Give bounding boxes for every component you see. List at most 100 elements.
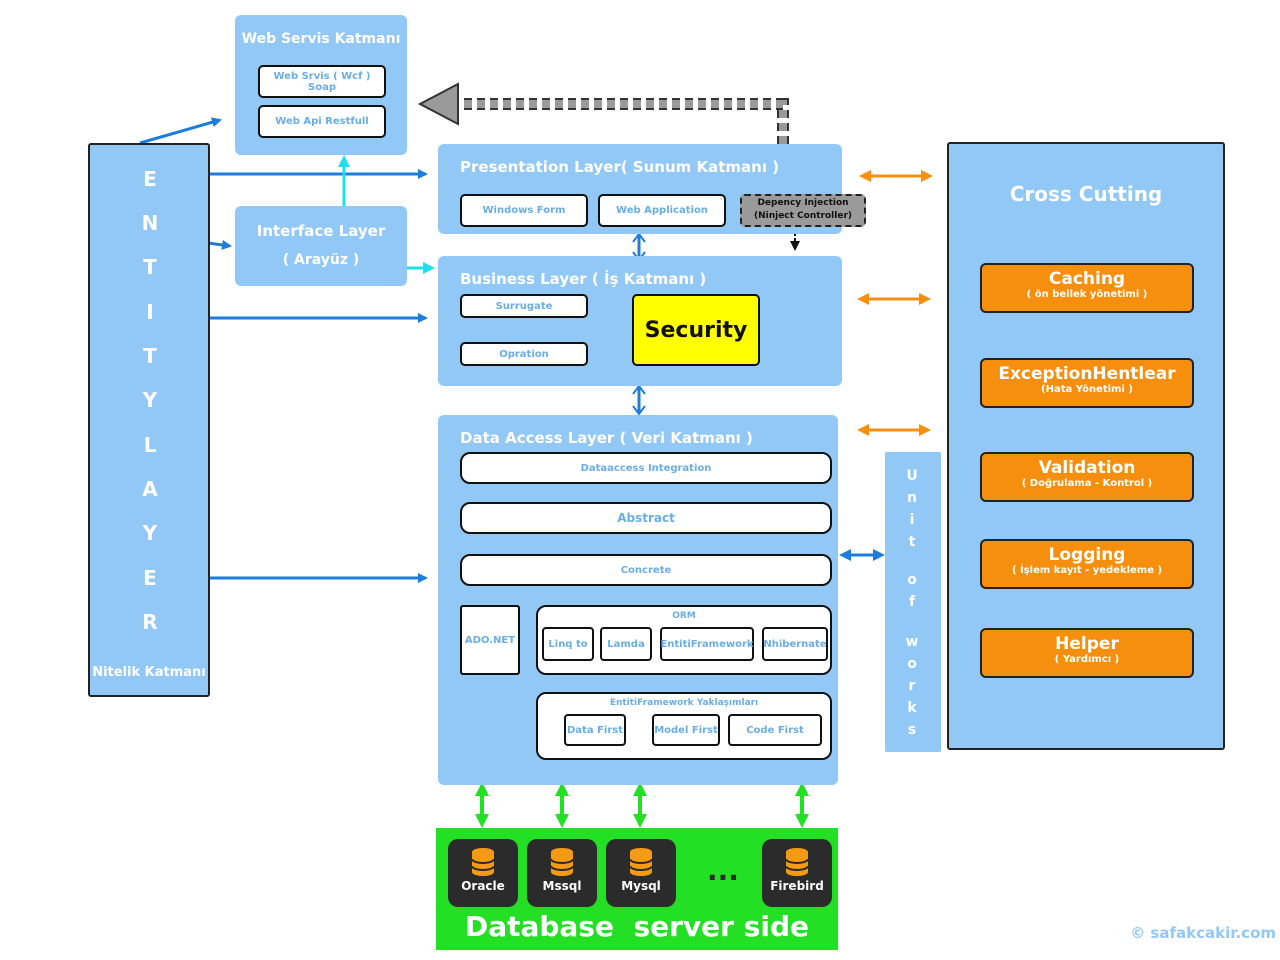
linq-to-label: Linq to — [548, 638, 588, 650]
cross-cutting-panel: Cross Cutting Caching ( ön bellek yöneti… — [947, 142, 1225, 750]
security-label: Security — [644, 317, 748, 343]
interface-layer: Interface Layer ( Arayüz ) — [235, 206, 407, 286]
logging-subtitle: ( İşlem kayıt - yedekleme ) — [1011, 565, 1163, 576]
database-icon — [550, 848, 574, 876]
watermark-text: © safakcakir.com — [1130, 924, 1276, 942]
abstract-label: Abstract — [617, 511, 675, 525]
entity-letter: N — [141, 211, 159, 235]
web-api-box: Web Api Restfull — [258, 105, 386, 138]
helper-subtitle: ( Yardımcı ) — [1054, 654, 1120, 665]
validation-title: Validation — [1038, 458, 1136, 478]
logging-box: Logging ( İşlem kayıt - yedekleme ) — [980, 539, 1194, 589]
entitiframework-box: EntitiFramework — [660, 627, 754, 661]
firebird-label: Firebird — [770, 879, 824, 893]
model-first-label: Model First — [654, 724, 718, 736]
model-first-box: Model First — [652, 714, 720, 746]
firebird-db: Firebird — [762, 839, 832, 907]
entity-letter: T — [143, 255, 157, 279]
opration-box: Opration — [460, 342, 588, 366]
web-service-title: Web Servis Katmanı — [241, 31, 401, 47]
unit-of-works-letter: i — [909, 512, 915, 528]
entity-letter: I — [146, 300, 154, 324]
wcf-soap-label: Web Srvis ( Wcf ) Soap — [273, 70, 371, 93]
nhibernate-label: Nhibernate — [763, 638, 827, 650]
presentation-layer: Presentation Layer( Sunum Katmanı ) Wind… — [438, 144, 866, 234]
windows-form-box: Windows Form — [460, 194, 588, 227]
entity-letter: Y — [142, 388, 158, 412]
concrete-label: Concrete — [620, 564, 672, 576]
linq-to-box: Linq to — [542, 627, 594, 661]
adonet-box: ADO.NET — [460, 605, 520, 675]
orm-label: ORM — [672, 611, 696, 621]
caching-box: Caching ( ön bellek yönetimi ) — [980, 263, 1194, 313]
exception-handler-box: ExceptionHentlear (Hata Yönetimi ) — [980, 358, 1194, 408]
unit-of-works-letter: o — [907, 656, 917, 672]
dependency-injection-label: Depency Injection (Ninject Controller) — [753, 198, 853, 221]
adonet-label: ADO.NET — [464, 635, 516, 646]
entity-letter: E — [143, 167, 157, 191]
more-databases-ellipsis: ... — [707, 854, 739, 887]
presentation-title: Presentation Layer( Sunum Katmanı ) — [460, 158, 780, 176]
lamda-box: Lamda — [600, 627, 652, 661]
database-server-panel: Oracle Mssql Mysql ... Firebird Database… — [436, 828, 838, 950]
surrugate-box: Surrugate — [460, 294, 588, 318]
entity-letter: T — [143, 344, 157, 368]
database-icon — [785, 848, 809, 876]
oracle-label: Oracle — [461, 879, 505, 893]
entity-letter: L — [143, 433, 157, 457]
entity-layer: E N T I T Y L A Y E R Nitelik Katmanı — [88, 143, 210, 697]
unit-of-works-letter: n — [907, 490, 917, 506]
validation-box: Validation ( Doğrulama - Kontrol ) — [980, 452, 1194, 502]
surrugate-label: Surrugate — [495, 300, 553, 312]
validation-subtitle: ( Doğrulama - Kontrol ) — [1021, 478, 1153, 489]
unit-of-works-letter: t — [908, 534, 916, 550]
security-box: Security — [632, 294, 760, 366]
unit-of-works-letter: o — [907, 572, 917, 588]
interface-layer-title: Interface Layer — [256, 222, 386, 240]
entitiframework-label: EntitiFramework — [660, 638, 754, 650]
nhibernate-box: Nhibernate — [762, 627, 828, 661]
caching-title: Caching — [1048, 269, 1126, 289]
ef-approaches-box: EntitiFramework Yaklaşımları Data First … — [536, 692, 832, 760]
business-layer: Business Layer ( İş Katmanı ) Surrugate … — [438, 256, 842, 386]
concrete-box: Concrete — [460, 554, 832, 586]
oracle-db: Oracle — [448, 839, 518, 907]
exception-handler-subtitle: (Hata Yönetimi ) — [1041, 384, 1133, 395]
orm-box: ORM Linq to Lamda EntitiFramework Nhiber… — [536, 605, 832, 675]
code-first-label: Code First — [746, 724, 804, 736]
web-application-box: Web Application — [598, 194, 726, 227]
business-title: Business Layer ( İş Katmanı ) — [460, 270, 707, 288]
data-first-label: Data First — [567, 724, 623, 736]
data-first-box: Data First — [564, 714, 626, 746]
entity-letter: A — [142, 477, 158, 501]
entity-layer-label: Nitelik Katmanı — [92, 665, 206, 680]
abstract-box: Abstract — [460, 502, 832, 534]
unit-of-works-letter: f — [908, 594, 916, 610]
entity-letter: R — [142, 610, 158, 634]
data-access-layer: Data Access Layer ( Veri Katmanı ) Dataa… — [438, 415, 838, 785]
web-application-label: Web Application — [616, 205, 708, 216]
mssql-label: Mssql — [542, 879, 582, 893]
database-icon — [471, 848, 495, 876]
unit-of-works-panel: U n i t o f w o r k s — [885, 452, 941, 752]
opration-label: Opration — [499, 348, 549, 360]
interface-layer-subtitle: ( Arayüz ) — [282, 252, 360, 268]
entity-letter: E — [143, 566, 157, 590]
dependency-injection-box: Depency Injection (Ninject Controller) — [740, 194, 866, 227]
lamda-label: Lamda — [607, 638, 645, 650]
helper-title: Helper — [1055, 634, 1119, 654]
logging-title: Logging — [1048, 545, 1126, 565]
wcf-soap-box: Web Srvis ( Wcf ) Soap — [258, 65, 386, 98]
unit-of-works-letter: r — [908, 678, 916, 694]
cross-cutting-title: Cross Cutting — [1009, 182, 1163, 206]
web-service-layer: Web Servis Katmanı Web Srvis ( Wcf ) Soa… — [235, 15, 407, 155]
database-icon — [629, 848, 653, 876]
dataaccess-integration-box: Dataaccess Integration — [460, 452, 832, 484]
mssql-db: Mssql — [527, 839, 597, 907]
unit-of-works-letter: w — [905, 634, 919, 650]
caching-subtitle: ( ön bellek yönetimi ) — [1026, 289, 1148, 300]
ef-approaches-label: EntitiFramework Yaklaşımları — [609, 698, 759, 708]
windows-form-label: Windows Form — [482, 205, 566, 216]
exception-handler-title: ExceptionHentlear — [998, 364, 1176, 384]
dataaccess-integration-label: Dataaccess Integration — [580, 462, 712, 474]
